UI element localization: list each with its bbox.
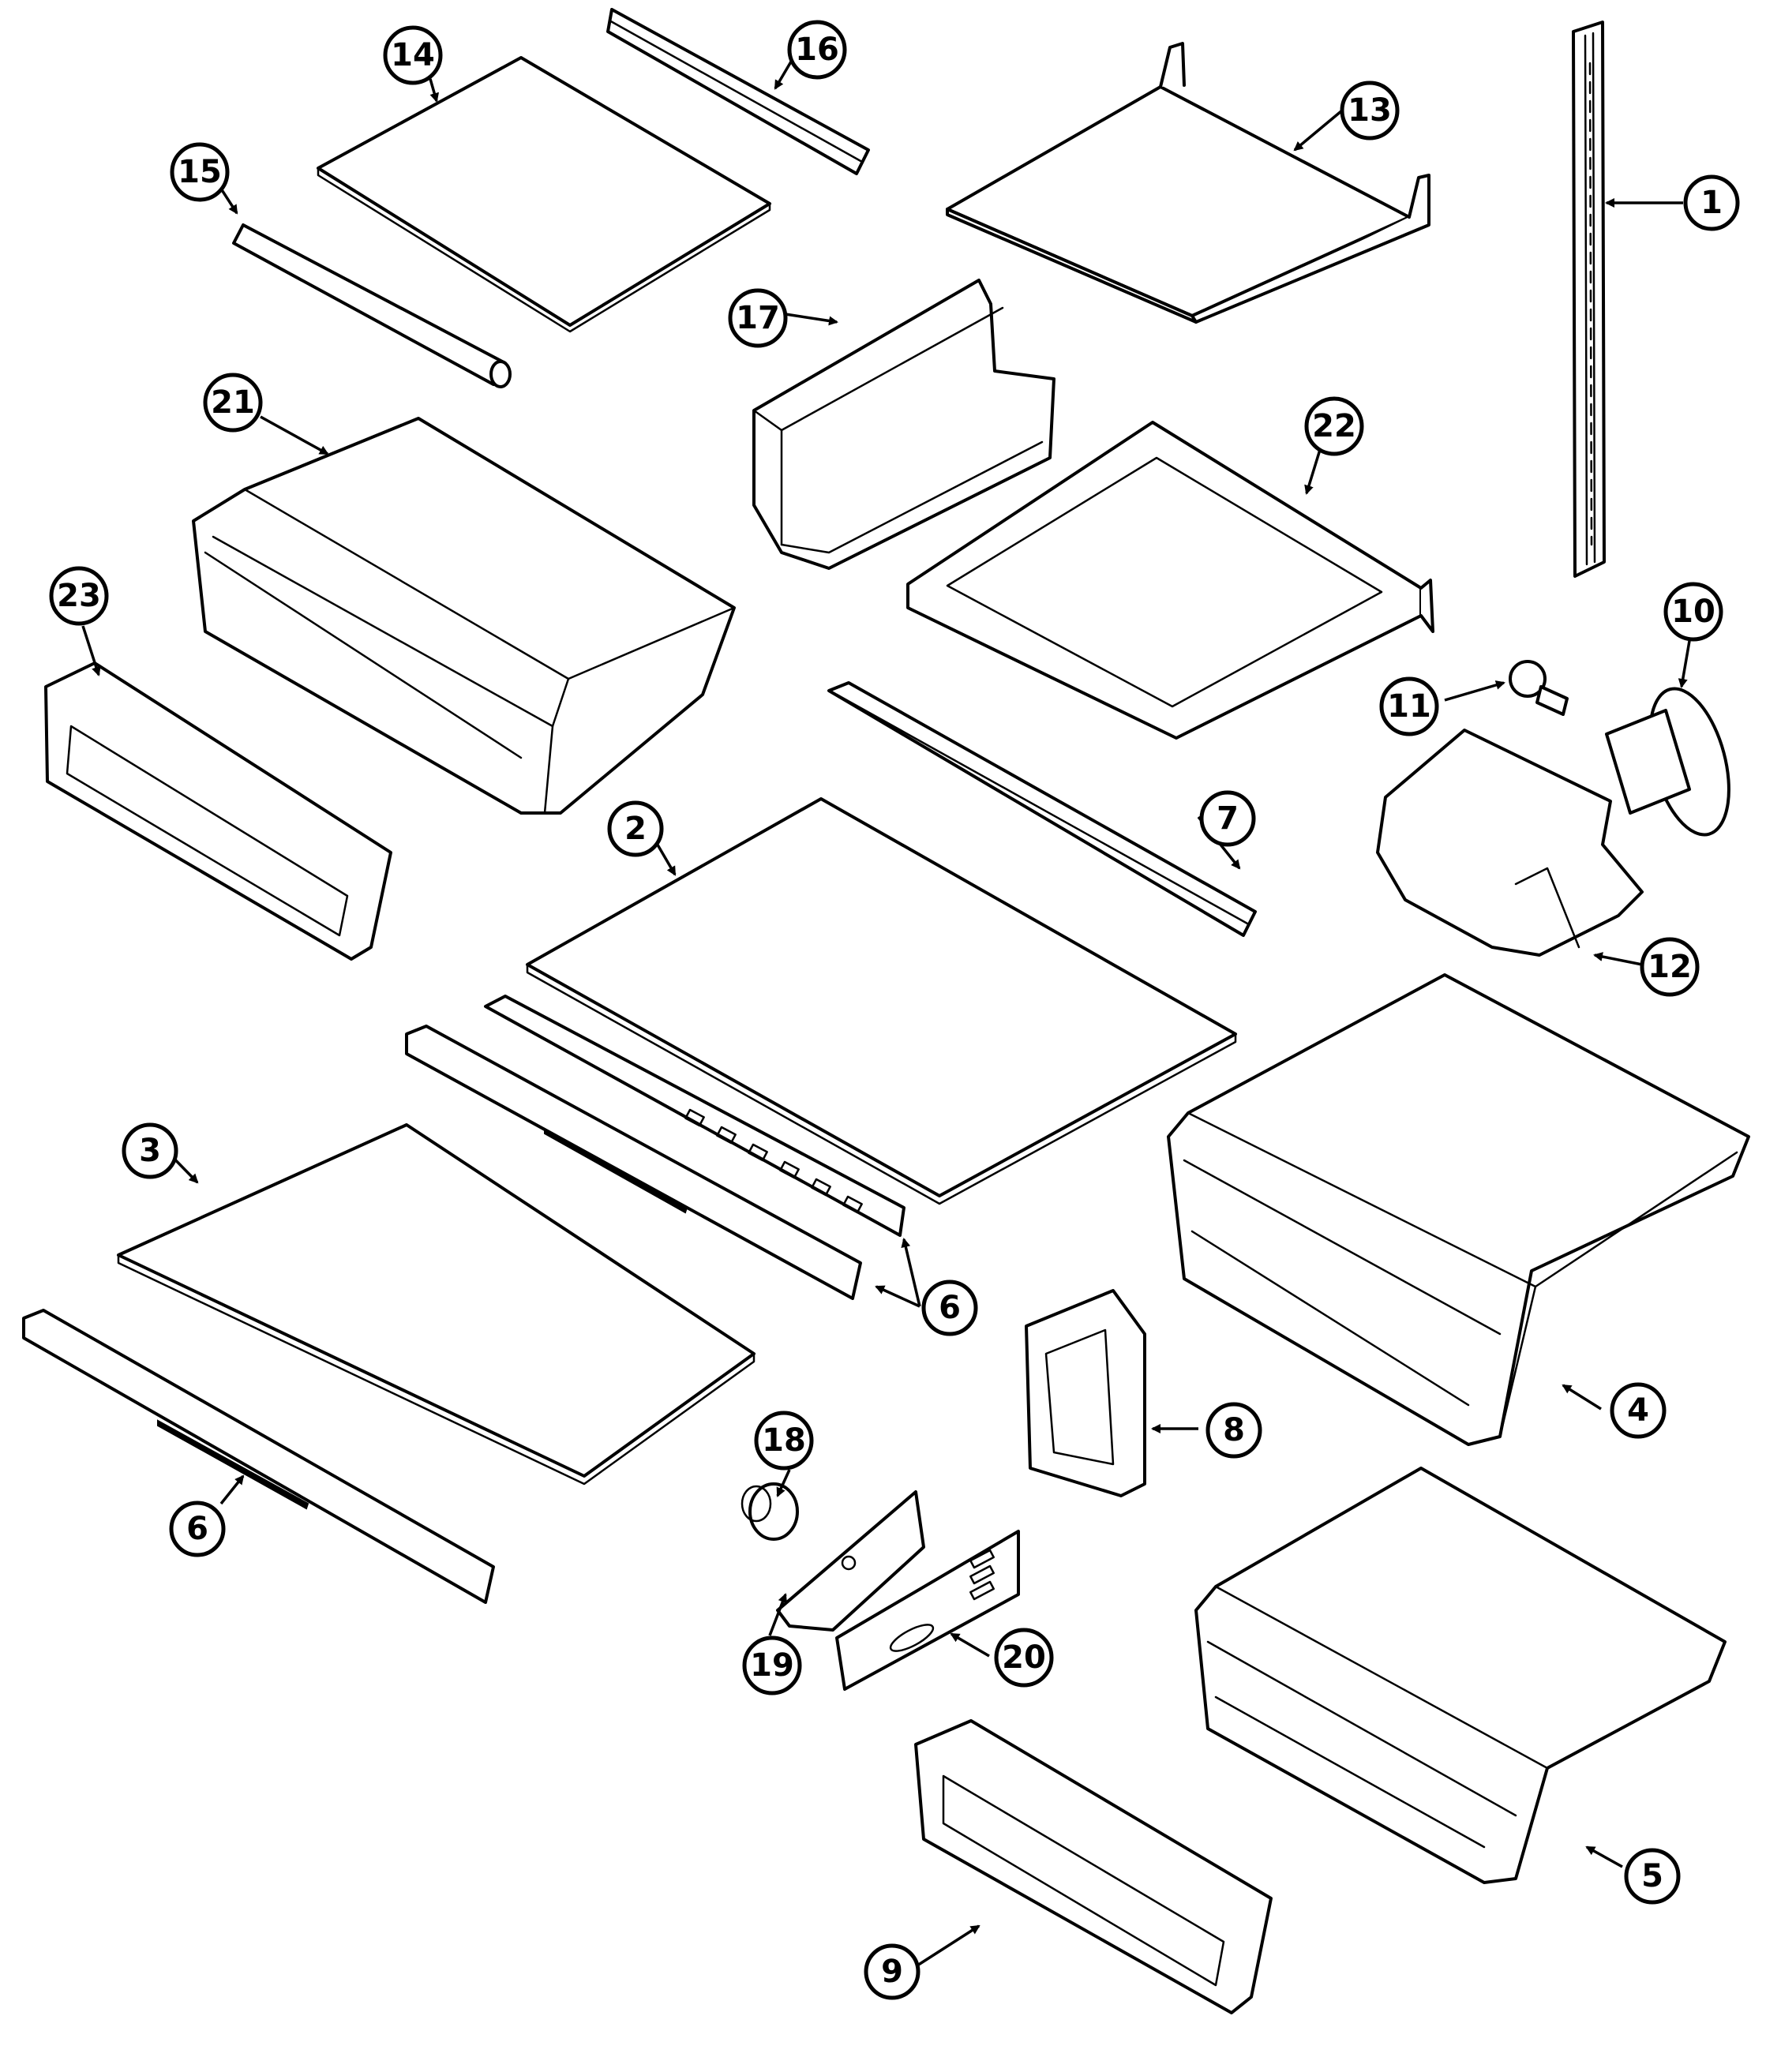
- callout-10: 10: [1663, 582, 1723, 642]
- part-shelf-trim-16: [606, 8, 870, 175]
- callout-label-21: 21: [211, 384, 255, 421]
- callout-11: 11: [1379, 676, 1439, 736]
- callout-21: 21: [203, 373, 263, 433]
- part-small-bin-8: [1025, 1289, 1146, 1497]
- part-cantilever-shelf-13: [946, 42, 1430, 324]
- callout-label-2: 2: [624, 811, 647, 847]
- callout-label-23: 23: [57, 578, 101, 614]
- callout-12: 12: [1640, 937, 1700, 997]
- callout-17: 17: [728, 288, 788, 348]
- callout-label-14: 14: [391, 37, 435, 73]
- callout-label-18: 18: [762, 1422, 806, 1459]
- callout-label-16: 16: [795, 32, 839, 68]
- callout-label-10: 10: [1671, 594, 1715, 630]
- part-framed-shelf-22: [906, 421, 1434, 740]
- callout-2: 2: [607, 800, 664, 857]
- part-glass-shelf-14: [317, 56, 771, 333]
- callout-label-20: 20: [1002, 1639, 1046, 1676]
- callout-1: 1: [1683, 174, 1740, 231]
- callout-20: 20: [994, 1628, 1054, 1688]
- callout-18: 18: [754, 1411, 814, 1471]
- part-light-bulb-11: [1509, 660, 1569, 716]
- callout-6-upper: 6: [921, 1280, 978, 1336]
- callout-label-11: 11: [1387, 688, 1431, 725]
- callout-label-15: 15: [178, 154, 222, 190]
- callout-label-19: 19: [750, 1647, 794, 1684]
- callout-15: 15: [170, 142, 230, 202]
- part-glass-shelf-2: [526, 797, 1237, 1205]
- part-shelf-trim-15: [232, 223, 512, 388]
- part-glass-shelf-3: [117, 1123, 756, 1486]
- part-light-socket-10: [1605, 687, 1730, 837]
- part-drawer-cover-9: [914, 1719, 1273, 2014]
- part-control-panel-20: [835, 1530, 1020, 1691]
- callout-7: 7: [1199, 790, 1256, 847]
- callout-5: 5: [1624, 1848, 1681, 1905]
- callout-22: 22: [1304, 396, 1364, 456]
- callout-6-lower: 6: [169, 1501, 226, 1557]
- callout-14: 14: [383, 25, 443, 85]
- callout-4: 4: [1610, 1382, 1667, 1439]
- part-light-shield-12: [1376, 729, 1644, 957]
- part-crisper-drawer-4: [1167, 973, 1750, 1446]
- part-crisper-drawer-21: [192, 417, 736, 815]
- callout-9: 9: [864, 1943, 920, 2000]
- part-control-bracket-19: [776, 1490, 925, 1632]
- callout-label-6-upper: 6: [939, 1290, 961, 1326]
- part-shelf-front-6-upper: [405, 995, 905, 1300]
- part-shelf-front-6-lower: [22, 1309, 495, 1604]
- callout-3: 3: [122, 1122, 178, 1179]
- callout-label-17: 17: [736, 300, 780, 336]
- callout-label-13: 13: [1348, 92, 1392, 129]
- callout-label-6-lower: 6: [186, 1511, 208, 1547]
- callout-label-1: 1: [1700, 185, 1723, 221]
- callout-label-7: 7: [1217, 800, 1239, 837]
- callout-8: 8: [1205, 1402, 1262, 1459]
- part-knob-18: [741, 1482, 799, 1541]
- callout-label-22: 22: [1312, 408, 1356, 444]
- callout-label-3: 3: [139, 1133, 161, 1169]
- callout-13: 13: [1340, 81, 1400, 141]
- part-dairy-compartment-17: [752, 279, 1055, 570]
- part-deli-drawer-5: [1194, 1467, 1727, 1884]
- callout-19: 19: [742, 1635, 802, 1695]
- callout-label-4: 4: [1627, 1392, 1649, 1429]
- callout-label-8: 8: [1223, 1412, 1245, 1448]
- callout-label-12: 12: [1648, 949, 1692, 985]
- callout-16: 16: [787, 20, 847, 80]
- part-shelf-trim-7: [827, 681, 1257, 937]
- part-shelf-rail: [1572, 21, 1606, 578]
- callout-23: 23: [49, 566, 109, 626]
- callout-label-9: 9: [881, 1954, 903, 1990]
- callout-label-5: 5: [1641, 1858, 1663, 1894]
